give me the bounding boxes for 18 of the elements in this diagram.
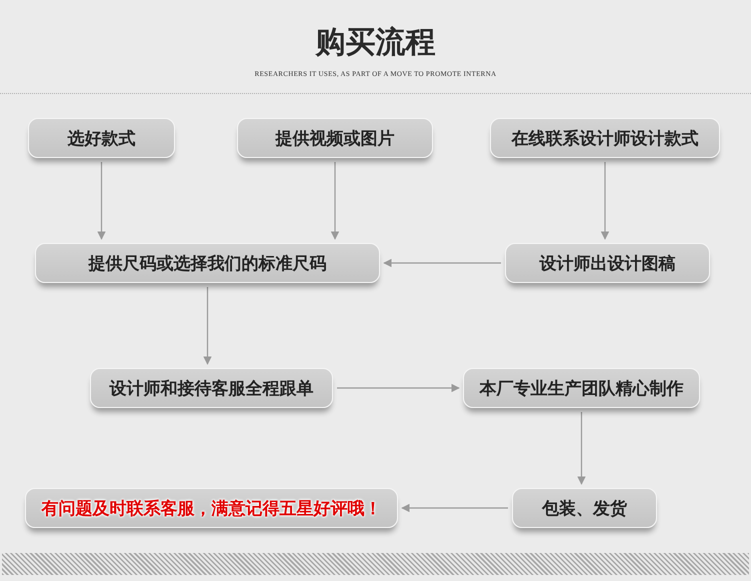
arrow bbox=[203, 287, 212, 365]
arrow bbox=[97, 162, 106, 240]
process-box: 包装、发货 bbox=[512, 488, 657, 528]
process-box: 提供视频或图片 bbox=[237, 118, 433, 158]
arrow bbox=[383, 258, 501, 268]
process-box: 设计师出设计图稿 bbox=[505, 243, 710, 283]
notice-box: 有问题及时联系客服，满意记得五星好评哦！ bbox=[25, 488, 398, 528]
arrow bbox=[337, 384, 460, 392]
arrow bbox=[401, 504, 508, 512]
process-box: 本厂专业生产团队精心制作 bbox=[463, 368, 700, 408]
process-box: 选好款式 bbox=[28, 118, 175, 158]
process-box: 设计师和接待客服全程跟单 bbox=[90, 368, 333, 408]
arrow bbox=[600, 162, 610, 240]
arrow bbox=[330, 162, 340, 240]
title: 购买流程 bbox=[314, 24, 436, 62]
arrow bbox=[577, 412, 586, 485]
process-box: 在线联系设计师设计款式 bbox=[490, 118, 720, 158]
process-box: 提供尺码或选择我们的标准尺码 bbox=[35, 243, 380, 283]
